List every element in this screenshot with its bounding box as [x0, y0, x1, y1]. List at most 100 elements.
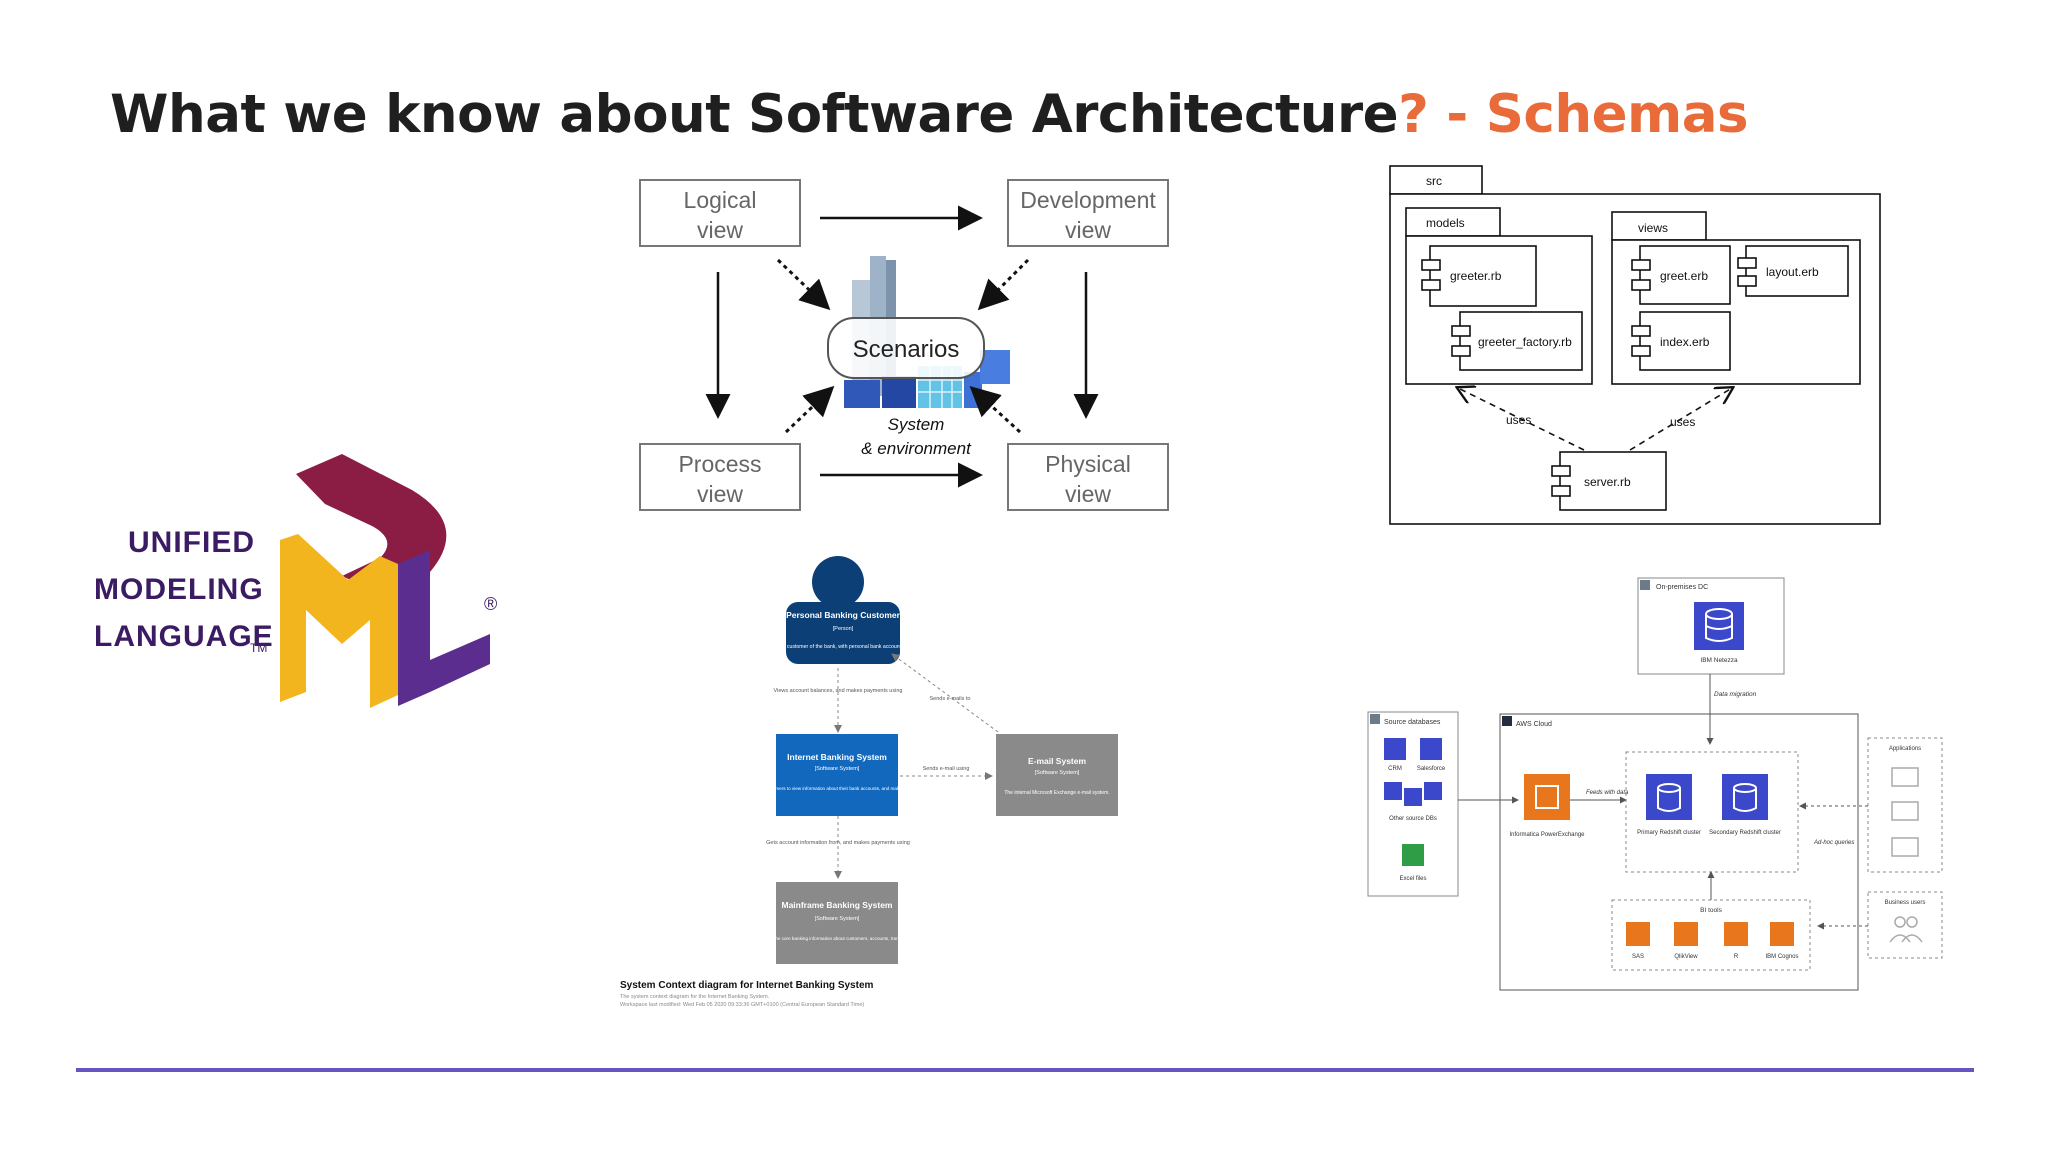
c4-context-diagram: Personal Banking Customer [Person] A cus…	[610, 552, 1130, 1012]
qlikview-label: QlikView	[1674, 954, 1698, 960]
greet-component	[1639, 245, 1731, 305]
email-title: E-mail System	[1028, 756, 1087, 766]
c4-caption-line2: Workspace last modified: Wed Feb 05 2020…	[620, 1002, 864, 1008]
crm-label: CRM	[1388, 766, 1402, 772]
process-view-line1: Process	[678, 451, 761, 477]
bi-tools-label: BI tools	[1700, 907, 1722, 914]
excel-icon	[1402, 844, 1424, 866]
applications-label: Applications	[1889, 746, 1921, 752]
r-label: R	[1734, 954, 1739, 960]
informatica-label: Informatica PowerExchange	[1509, 832, 1585, 838]
greeter-component	[1429, 245, 1537, 307]
process-view-line2: view	[697, 481, 743, 507]
email-system-box	[996, 734, 1118, 816]
physical-view-line1: Physical	[1045, 451, 1131, 477]
person-desc: A customer of the bank, with personal ba…	[782, 644, 904, 650]
development-view-line2: view	[1065, 217, 1111, 243]
applications-box	[1867, 737, 1943, 873]
c4-caption-line1: The system context diagram for the Inter…	[620, 994, 770, 1000]
r-icon	[1724, 922, 1748, 946]
greeter-label: greeter.rb	[1450, 269, 1502, 283]
sas-icon	[1626, 922, 1650, 946]
other-db-icon	[1384, 782, 1402, 800]
uml-u-shape	[296, 454, 447, 594]
person-title: Personal Banking Customer	[786, 610, 901, 620]
uml-registered: ®	[484, 594, 497, 614]
bottom-rule	[76, 1068, 1974, 1072]
uses-right-label: uses	[1670, 415, 1695, 429]
uml-tm: TM	[250, 641, 267, 655]
feeds-label: Feeds with data	[1586, 790, 1629, 796]
ibs-title: Internet Banking System	[787, 752, 887, 762]
scenarios-label: Scenarios	[853, 336, 960, 363]
adhoc-label: Ad-hoc queries	[1813, 840, 1854, 846]
server-component	[1559, 451, 1667, 511]
greet-label: greet.erb	[1660, 269, 1708, 283]
four-plus-one-diagram: Logical view Development view Process vi…	[630, 170, 1190, 520]
salesforce-icon	[1420, 738, 1442, 760]
scenarios-pill	[827, 317, 985, 379]
person-head	[812, 556, 864, 608]
logical-view-line2: view	[697, 217, 743, 243]
logical-view-line1: Logical	[684, 187, 757, 213]
greeter-factory-component	[1459, 311, 1583, 371]
package-diagram: src models views greeter.rb greeter_fact…	[1384, 162, 1894, 532]
salesforce-label: Salesforce	[1417, 766, 1446, 772]
system-label-line1: System	[888, 415, 945, 434]
internet-banking-system-box	[776, 734, 898, 816]
development-view-box	[1007, 179, 1169, 247]
qlikview-icon	[1674, 922, 1698, 946]
person-type: [Person]	[833, 626, 854, 632]
aws-cloud-box	[1499, 713, 1859, 991]
src-label: src	[1426, 174, 1442, 188]
rel-gets-label: Gets account information from, and makes…	[766, 840, 910, 846]
mainframe-title: Mainframe Banking System	[781, 900, 892, 910]
email-type: [Software System]	[1035, 770, 1080, 776]
excel-label: Excel files	[1399, 876, 1426, 882]
secondary-redshift-label: Secondary Redshift cluster	[1709, 830, 1781, 836]
uml-text-language: LANGUAGE	[94, 620, 274, 653]
users-icon	[1889, 916, 1923, 943]
crm-icon	[1384, 738, 1406, 760]
process-view-box	[639, 443, 801, 511]
index-label: index.erb	[1660, 335, 1710, 349]
rel-sends-email-to-label: Sends e-mails to	[930, 696, 971, 702]
cognos-icon	[1770, 922, 1794, 946]
primary-redshift-icon	[1646, 774, 1692, 820]
slide-title: What we know about Software Architecture…	[110, 84, 1749, 145]
greeter-factory-label: greeter_factory.rb	[1478, 335, 1572, 349]
uml-l-shape	[398, 550, 490, 706]
index-component	[1639, 311, 1731, 371]
system-label-line2: & environment	[861, 439, 972, 458]
sas-label: SAS	[1632, 954, 1644, 960]
title-main: What we know about Software Architecture	[110, 84, 1399, 145]
rel-views-label: Views account balances, and makes paymen…	[774, 688, 903, 694]
uml-text-unified: UNIFIED	[128, 526, 255, 559]
ibs-desc: Allows customers to view information abo…	[750, 786, 924, 791]
email-desc: The internal Microsoft Exchange e-mail s…	[1004, 790, 1109, 796]
mainframe-type: [Software System]	[815, 916, 860, 922]
mainframe-desc: Stores all of the core banking informati…	[749, 936, 926, 941]
primary-redshift-label: Primary Redshift cluster	[1637, 830, 1701, 836]
rel-sends-email-using-label: Sends e-mail using	[923, 766, 970, 772]
aws-cloud-label: AWS Cloud	[1516, 721, 1552, 728]
layout-label: layout.erb	[1766, 265, 1819, 279]
ibs-type: [Software System]	[815, 766, 860, 772]
uml-m-shape	[280, 534, 398, 708]
logical-view-box	[639, 179, 801, 247]
business-users-box	[1867, 891, 1943, 959]
cognos-label: IBM Cognos	[1765, 954, 1798, 960]
onprem-label: On-premises DC	[1656, 584, 1708, 591]
physical-view-line2: view	[1065, 481, 1111, 507]
informatica-icon	[1524, 774, 1570, 820]
title-accent: ? - Schemas	[1398, 84, 1749, 145]
other-db-label: Other source DBs	[1389, 816, 1437, 822]
data-migration-label: Data migration	[1714, 691, 1757, 698]
uml-logo: UNIFIED MODELING LANGUAGE TM ®	[80, 430, 510, 720]
mainframe-system-box	[776, 882, 898, 964]
views-package-tab	[1611, 211, 1707, 241]
views-label: views	[1638, 221, 1668, 235]
netezza-label: IBM Netezza	[1700, 657, 1738, 664]
c4-caption-title: System Context diagram for Internet Bank…	[620, 980, 874, 991]
aws-architecture-diagram: On-premises DC IBM Netezza Data migratio…	[1364, 574, 1946, 994]
